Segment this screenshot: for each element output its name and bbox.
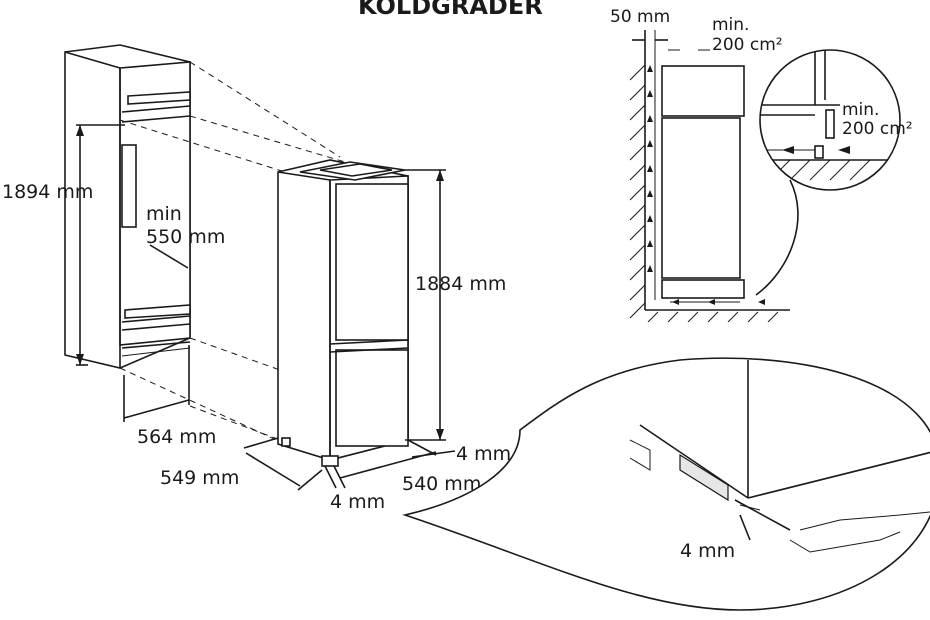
vent-bottom-min-label: min. [842,100,879,120]
vent-bottom-area-label: 200 cm² [842,119,913,139]
detail-gap-label: 4 mm [680,540,735,562]
cabinet-drawing [64,44,191,422]
vent-top-area-label: 200 cm² [712,35,783,55]
ventilation-drawing [629,30,790,323]
appliance-drawing [243,159,456,491]
cabinet-width-label: 564 mm [137,426,216,448]
cabinet-min-label: min [146,203,182,225]
appliance-side-gap-label: 4 mm [456,443,511,465]
airflow-arrows [647,65,653,272]
vent-gap-label: 50 mm [610,7,670,27]
projection-lines [119,61,346,445]
cabinet-depth-label: 550 mm [146,226,225,248]
diagram-title: KOLDGRADER [358,0,543,20]
vent-magnifier [755,49,901,296]
detail-bubble [402,357,930,611]
wall-hatching [629,64,779,323]
appliance-bottom-gap-label: 4 mm [330,491,385,513]
cabinet-height-label: 1894 mm [2,181,93,203]
appliance-width-label: 540 mm [402,473,481,495]
appliance-height-label: 1884 mm [415,273,506,295]
vent-top-min-label: min. [712,15,749,35]
appliance-depth-label: 549 mm [160,467,239,489]
